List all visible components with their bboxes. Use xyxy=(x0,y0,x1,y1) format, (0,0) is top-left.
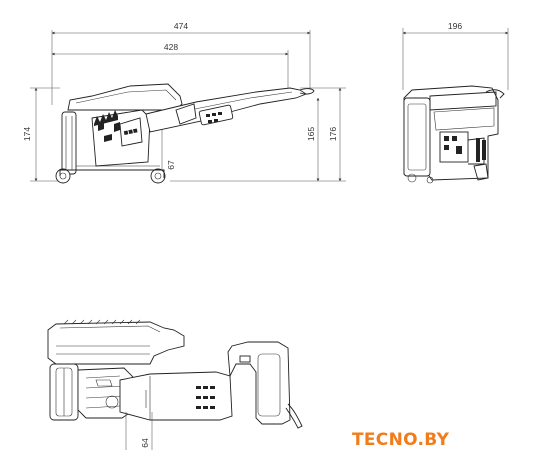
dim-body-length: 428 xyxy=(164,42,178,52)
rear-wheel xyxy=(150,168,166,184)
top-dust-hood xyxy=(47,321,185,365)
top-cord xyxy=(285,403,303,429)
dim-cut-depth: 67 xyxy=(166,160,176,170)
dim-height-right-inner: 165 xyxy=(306,127,316,141)
dim-cut-depth-bottom: 64 xyxy=(140,438,150,448)
side-view: 474 428 174 165 176 67 xyxy=(22,21,346,184)
watermark-logo: TECNO.BY xyxy=(352,430,449,450)
front-view: 196 xyxy=(402,21,509,184)
front-wheel xyxy=(55,168,71,184)
blade-guard-outline xyxy=(67,83,183,111)
power-cord xyxy=(299,88,315,95)
top-motor xyxy=(119,371,233,421)
watermark-text: TECNO.BY xyxy=(352,430,450,450)
dim-width: 196 xyxy=(448,21,462,31)
rear-handle xyxy=(227,341,291,425)
svg-text:■■■: ■■■ xyxy=(123,128,138,137)
dim-overall-length: 474 xyxy=(174,21,188,31)
front-roller-housing xyxy=(61,111,77,175)
top-view: 64 xyxy=(47,319,303,450)
base-plate xyxy=(59,169,165,178)
dim-height-left: 174 xyxy=(22,127,32,141)
dim-height-right-outer: 176 xyxy=(328,127,338,141)
front-guard xyxy=(403,97,431,177)
front-cord xyxy=(485,89,505,99)
